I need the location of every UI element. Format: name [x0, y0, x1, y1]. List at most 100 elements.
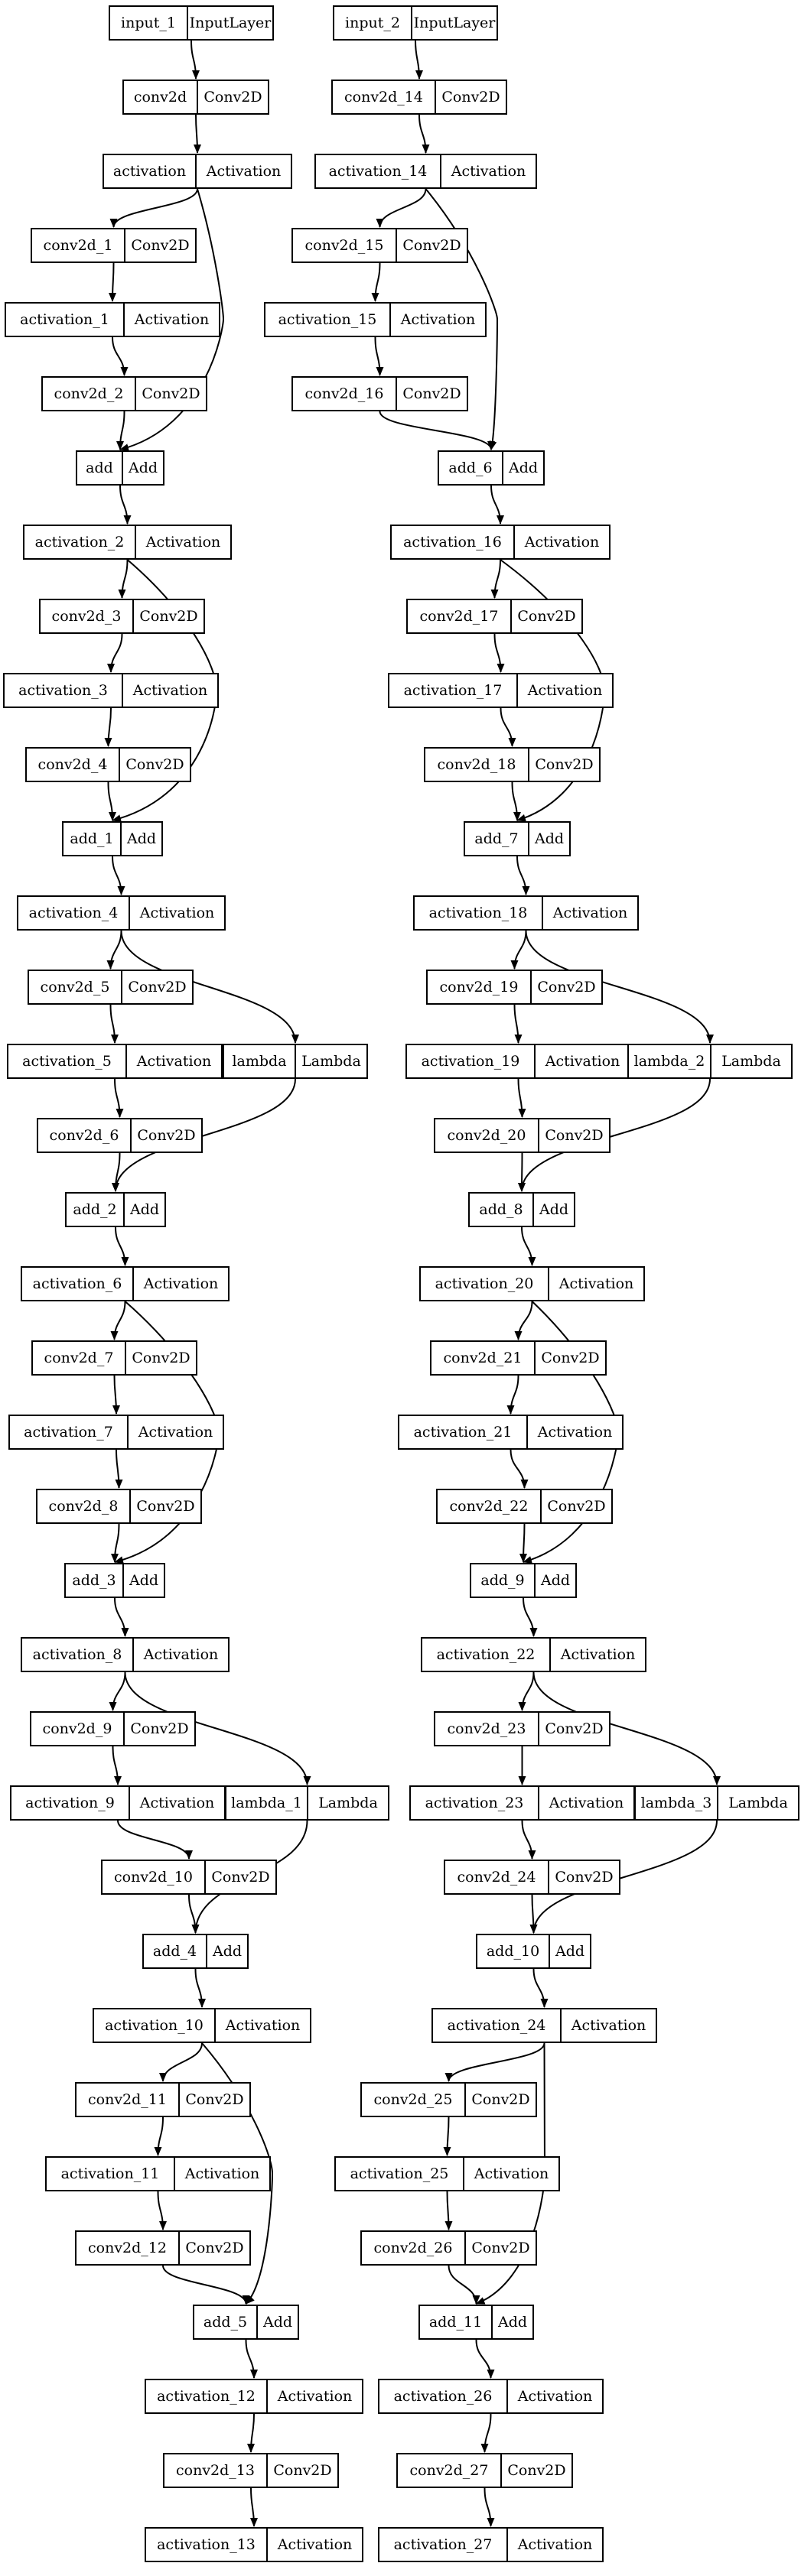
edge-lambda-2-to-add-8 [518, 1078, 711, 1192]
layer-type: InputLayer [189, 15, 272, 31]
layer-name: activation_25 [336, 2158, 464, 2190]
edge-activation-12-to-conv2d-13 [247, 2413, 256, 2453]
layer-type: Conv2D [130, 1720, 189, 1737]
layer-name: activation_17 [389, 674, 518, 707]
edge-activation-6-to-conv2d-7 [110, 1301, 126, 1340]
layer-name: lambda_1 [226, 1787, 308, 1819]
edge-conv2d-19-to-activation-19 [513, 1004, 523, 1044]
edge-activation-15-to-conv2d-16 [374, 336, 384, 376]
edge-activation-to-conv2d-1 [109, 188, 198, 228]
layer-type: Lambda [728, 1795, 788, 1811]
layer-name: conv2d_19 [428, 971, 532, 1003]
layer-type: Conv2D [204, 89, 262, 106]
layer-type: Activation [571, 2017, 646, 2034]
layer-type: Activation [132, 682, 208, 699]
layer-type: Conv2D [507, 2462, 566, 2479]
layer-name: activation_23 [411, 1787, 539, 1819]
layer-type: Add [129, 1572, 159, 1589]
layer-name: conv2d_7 [33, 1342, 126, 1374]
edge-add-7-to-activation-18 [516, 856, 530, 895]
edge-conv2d-9-to-activation-9 [112, 1746, 122, 1785]
edge-conv2d-18-to-add-7 [511, 781, 521, 821]
layer-name: activation_12 [146, 2380, 268, 2412]
layer-type: Activation [277, 2536, 353, 2553]
layer-name: conv2d_14 [333, 81, 436, 113]
edge-conv2d-3-to-activation-3 [107, 633, 123, 673]
layer-name: conv2d_5 [29, 971, 122, 1003]
layer-name: conv2d_1 [32, 229, 125, 261]
edge-add-to-activation-2 [119, 485, 132, 525]
edge-conv2d-10-to-add-4 [188, 1894, 200, 1934]
edge-activation-9-to-conv2d-10 [117, 1820, 193, 1860]
layer-name: add_1 [63, 823, 122, 855]
layer-node-activation-17: activation_17 Activation [388, 673, 614, 708]
edge-conv2d-22-to-add-9 [519, 1523, 528, 1563]
layer-name: activation_4 [18, 897, 130, 929]
layer-type: Conv2D [139, 608, 198, 625]
layer-type: Activation [517, 2388, 593, 2405]
layer-name: activation_3 [5, 674, 123, 707]
layer-type: Activation [134, 311, 210, 328]
layer-name: lambda [224, 1045, 296, 1077]
layer-type: Activation [527, 682, 603, 699]
edge-activation-to-add [119, 188, 225, 452]
edge-activation-4-to-lambda [120, 930, 299, 1044]
layer-type: Add [508, 460, 539, 476]
edge-activation-8-to-lambda-1 [124, 1671, 311, 1785]
layer-type: Add [555, 1943, 585, 1960]
layer-name: activation_2 [24, 526, 136, 558]
layer-type: Lambda [301, 1053, 361, 1070]
layer-name: add_11 [420, 2306, 493, 2338]
layer-name: activation_21 [399, 1416, 528, 1448]
edge-conv2d-12-to-add-5 [162, 2265, 250, 2305]
edge-conv2d-5-to-activation-5 [109, 1004, 119, 1044]
edge-conv2d-15-to-activation-15 [371, 262, 381, 302]
layer-name: activation_11 [47, 2158, 175, 2190]
layer-name: add_10 [477, 1935, 550, 1967]
edge-activation-24-to-conv2d-25 [444, 2042, 545, 2082]
layer-name: activation_5 [8, 1045, 127, 1077]
layer-type: Add [262, 2314, 293, 2331]
layer-name: add_3 [66, 1564, 124, 1597]
layer-name: conv2d_8 [37, 1490, 131, 1522]
edge-lambda-to-add-2 [112, 1078, 296, 1192]
layer-type: Activation [552, 905, 628, 921]
layer-type: Activation [277, 2388, 353, 2405]
layer-type: Conv2D [125, 756, 184, 773]
edge-activation-3-to-conv2d-4 [104, 707, 112, 747]
layer-name: activation_6 [22, 1268, 134, 1300]
edge-activation-7-to-conv2d-8 [115, 1449, 123, 1489]
layer-name: conv2d_22 [438, 1490, 542, 1522]
layer-type: Activation [139, 905, 215, 921]
layer-name: input_2 [334, 7, 412, 39]
edge-activation-8-to-conv2d-9 [109, 1671, 126, 1711]
layer-type: Add [126, 830, 157, 847]
layer-type: Activation [138, 1424, 213, 1441]
layer-name: add_4 [144, 1935, 207, 1967]
layer-name: activation_27 [379, 2529, 508, 2561]
